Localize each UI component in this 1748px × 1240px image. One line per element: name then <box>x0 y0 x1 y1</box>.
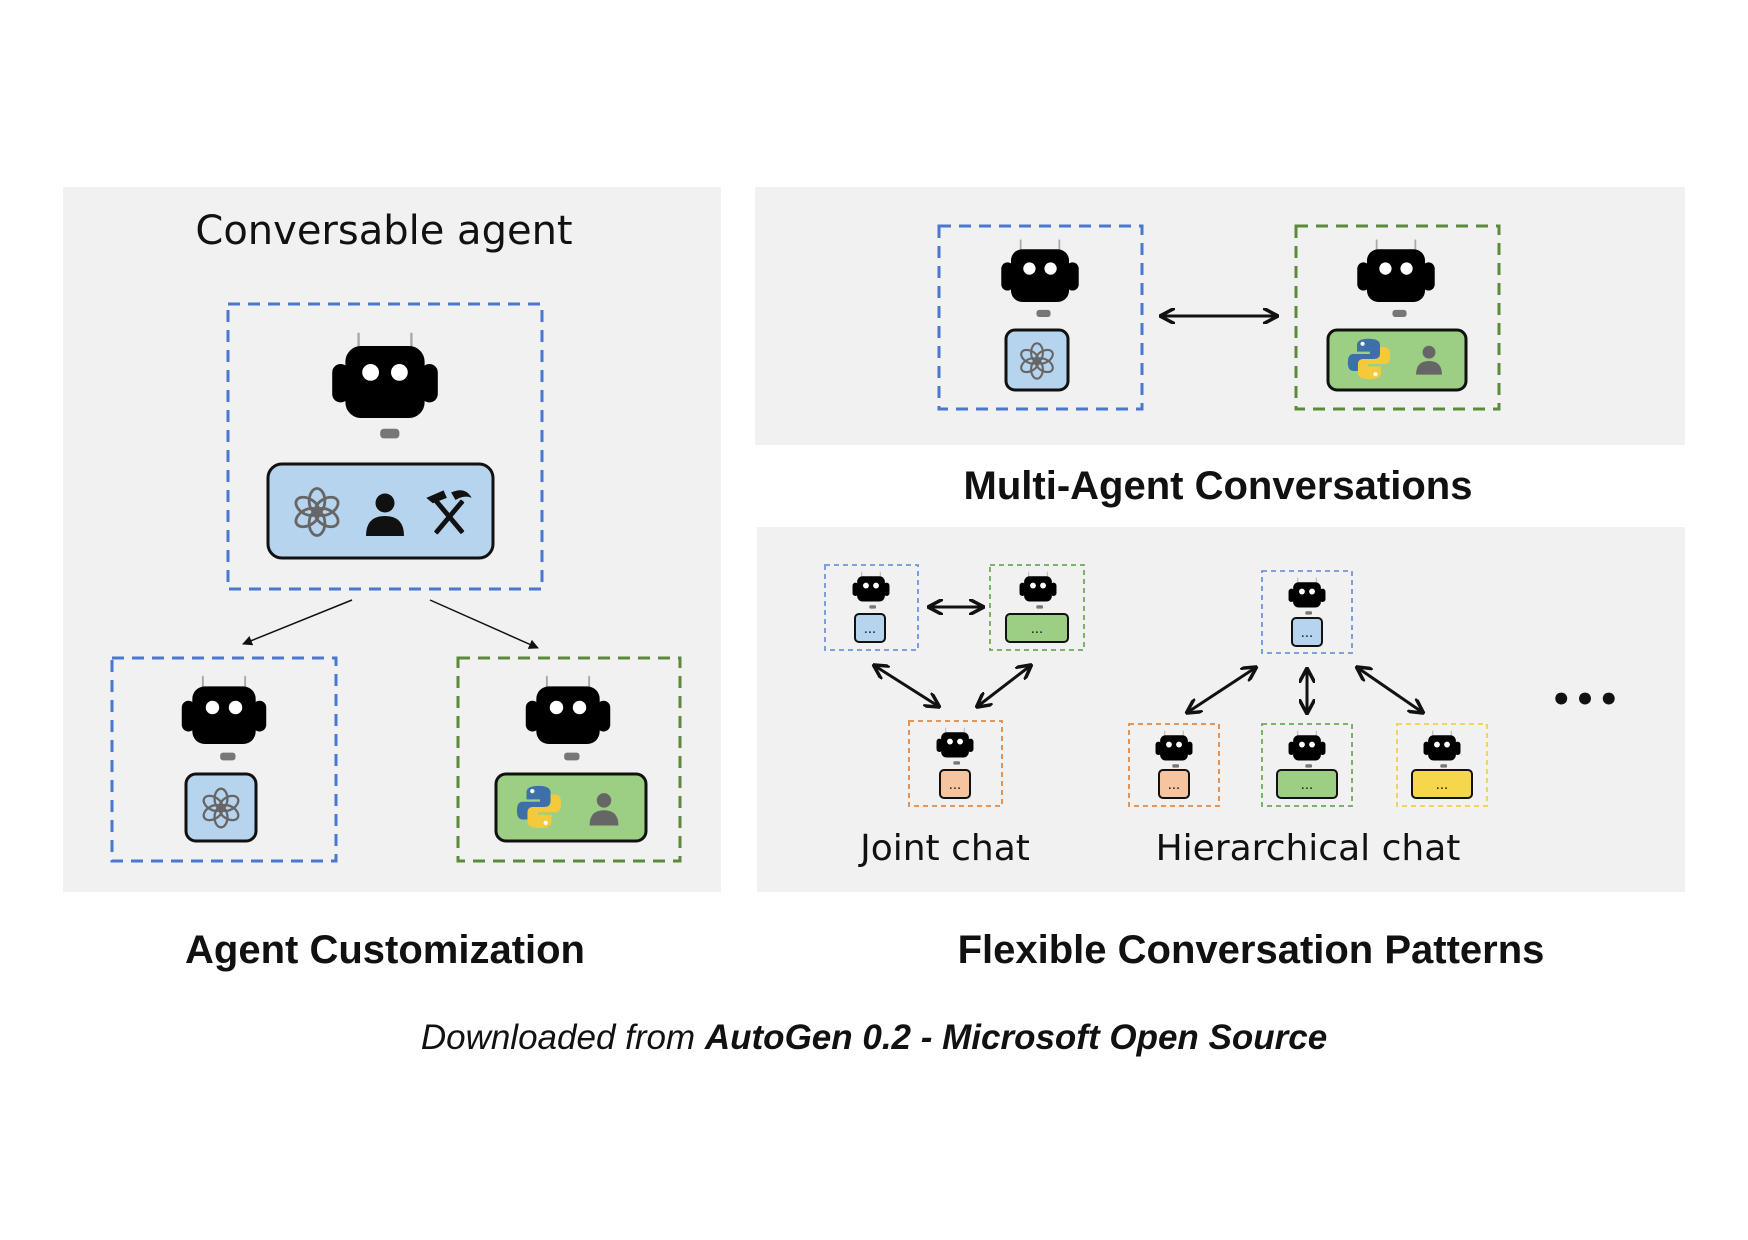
joint-agent-orange: ... <box>908 720 1003 807</box>
robot-icon <box>1423 730 1461 769</box>
robot-icon <box>1155 730 1193 769</box>
robot-icon <box>1000 238 1080 318</box>
customized-blue-agent <box>110 656 338 863</box>
joint-arrow-right <box>978 666 1030 706</box>
svg-text:...: ... <box>949 778 961 793</box>
svg-text:...: ... <box>1031 622 1043 637</box>
svg-text:...: ... <box>864 622 876 637</box>
hierarchical-agent-orange: ... <box>1128 723 1220 807</box>
hierarchical-arrow-right <box>1358 668 1422 712</box>
conversable-agent-title: Conversable agent <box>195 208 573 254</box>
robot-icon <box>1288 730 1326 769</box>
hierarchical-arrow-left <box>1188 668 1255 712</box>
hierarchical-agent-green: ... <box>1261 723 1353 807</box>
joint-agent-blue: ... <box>824 564 919 651</box>
robot-icon <box>852 571 890 610</box>
multi-agent-blue <box>937 224 1144 411</box>
arrow-to-green-agent <box>429 599 539 649</box>
robot-icon <box>1356 238 1436 318</box>
more-patterns-ellipsis: ••• <box>1550 680 1622 720</box>
source-footer: Downloaded from AutoGen 0.2 - Microsoft … <box>421 1018 1327 1058</box>
footer-prefix: Downloaded from <box>420 1018 705 1057</box>
hierarchical-agent-yellow: ... <box>1396 723 1488 807</box>
svg-text:...: ... <box>1301 626 1313 641</box>
flexible-patterns-caption: Flexible Conversation Patterns <box>957 928 1545 972</box>
joint-chat-label: Joint chat <box>860 828 1030 869</box>
robot-icon <box>936 727 974 766</box>
multi-agent-green <box>1294 224 1501 411</box>
svg-text:...: ... <box>1168 778 1180 793</box>
robot-icon <box>180 674 268 762</box>
conversable-agent <box>226 302 544 591</box>
robot-icon <box>1288 577 1326 616</box>
robot-icon <box>524 674 612 762</box>
hierarchical-agent-blue: ... <box>1261 570 1353 654</box>
multi-agent-caption: Multi-Agent Conversations <box>963 464 1473 508</box>
joint-agent-green: ... <box>989 564 1085 651</box>
joint-arrow-left <box>875 666 938 706</box>
hierarchical-chat-label: Hierarchical chat <box>1155 828 1461 869</box>
agent-customization-caption: Agent Customization <box>185 928 585 972</box>
robot-icon <box>330 331 440 440</box>
customized-green-agent <box>456 656 682 863</box>
footer-source: AutoGen 0.2 - Microsoft Open Source <box>704 1018 1328 1057</box>
robot-icon <box>1019 571 1057 610</box>
svg-text:...: ... <box>1436 778 1448 793</box>
arrow-to-blue-agent <box>242 599 353 646</box>
svg-text:...: ... <box>1301 778 1313 793</box>
